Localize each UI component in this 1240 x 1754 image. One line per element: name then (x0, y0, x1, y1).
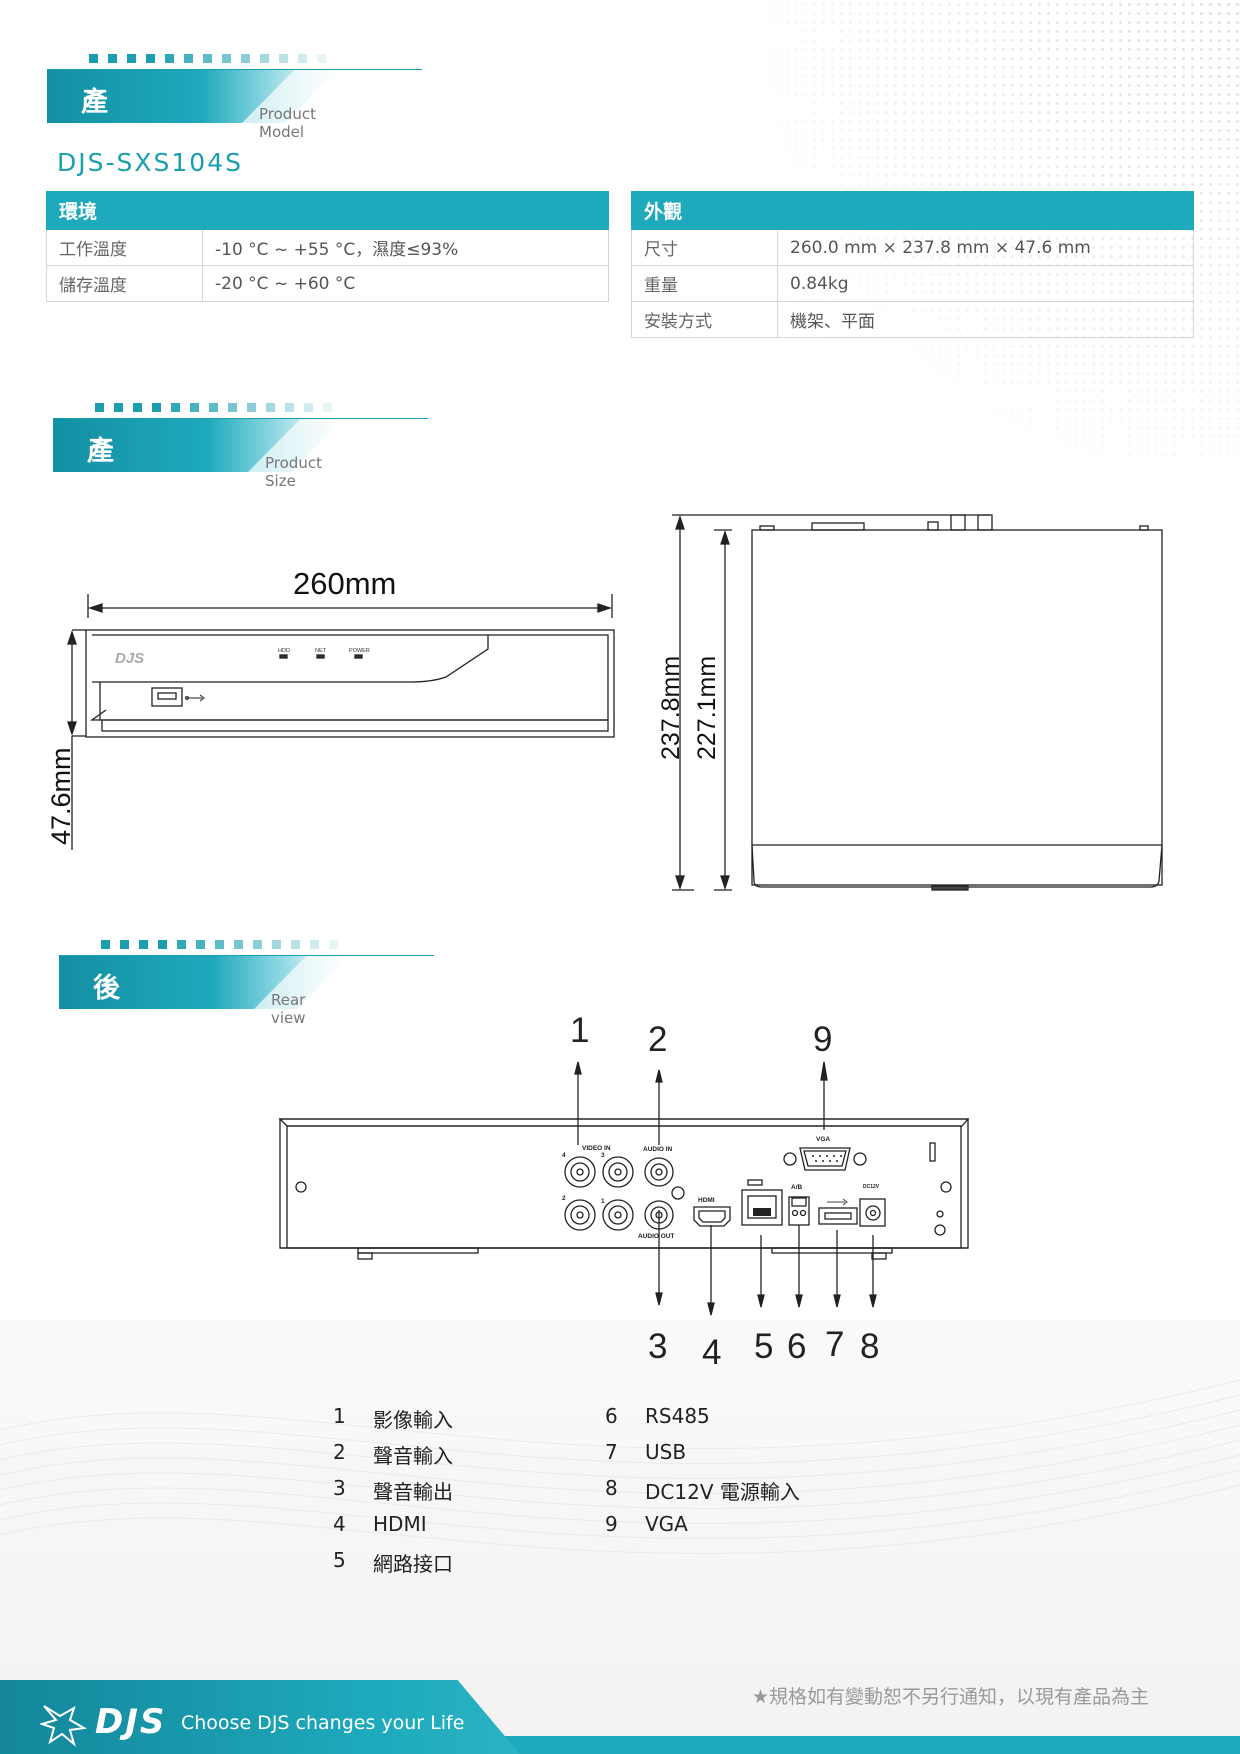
dc-label: DC12V (863, 1184, 880, 1190)
channel-number-4: 4 (562, 1152, 566, 1159)
decorative-squares (101, 940, 338, 949)
legend-number: 1 (333, 1404, 346, 1428)
header-rule (59, 955, 434, 956)
usb-icon (184, 694, 205, 702)
legend-text: DC12V 電源輸入 (645, 1480, 800, 1504)
legend-text: HDMI (373, 1512, 427, 1536)
legend-number: 3 (333, 1476, 346, 1500)
legend-number: 5 (333, 1548, 346, 1572)
section-subtitle: Rear view (271, 991, 306, 1027)
callout-3: 3 (648, 1327, 667, 1366)
footer-brand-logo: DJS (95, 1702, 167, 1742)
legend-number: 6 (605, 1404, 618, 1428)
audio-in-label: AUDIO IN (643, 1146, 673, 1153)
table-cell-label: 儲存溫度 (46, 265, 203, 302)
environment-table: 環境 工作溫度 -10 °C ~ +55 °C，濕度≤93% 儲存溫度 -20 … (46, 191, 609, 302)
legend-text: 影像輸入 (373, 1408, 453, 1432)
callout-7: 7 (825, 1325, 844, 1364)
table-row: 尺寸 260.0 mm × 237.8 mm × 47.6 mm (631, 229, 1194, 266)
table-cell-label: 尺寸 (631, 229, 778, 266)
footer-slogan: Choose DJS changes your Life (181, 1712, 465, 1734)
table-row: 重量 0.84kg (631, 265, 1194, 302)
depth-total-label: 237.8mm (660, 656, 685, 760)
appearance-table: 外觀 尺寸 260.0 mm × 237.8 mm × 47.6 mm 重量 0… (631, 191, 1194, 338)
footer-band (0, 1680, 520, 1754)
header-rule (53, 418, 428, 419)
brand-horse-icon (40, 1705, 88, 1747)
callout-9: 9 (813, 1020, 832, 1059)
table-cell-value: 0.84kg (777, 265, 1194, 302)
channel-number-2: 2 (562, 1195, 566, 1202)
legend-number: 9 (605, 1512, 618, 1536)
table-cell-value: 機架、平面 (777, 301, 1194, 338)
channel-number-3: 3 (601, 1152, 605, 1159)
front-brand-logo: DJS (115, 650, 144, 667)
channel-number-1: 1 (601, 1198, 605, 1205)
port-legend-left: 1 影像輸入 2 聲音輸入 3 聲音輸出 4 HDMI 5 網路接口 (333, 1404, 653, 1584)
callout-1: 1 (570, 1011, 589, 1050)
table-row: 工作溫度 -10 °C ~ +55 °C，濕度≤93% (46, 229, 609, 266)
led-label-power: POWER (349, 648, 370, 654)
hdmi-label: HDMI (698, 1197, 715, 1204)
section-title: 後視圖 (93, 973, 136, 1082)
port-legend-right: 6 RS485 7 USB 8 DC12V 電源輸入 9 VGA (605, 1404, 945, 1554)
callout-4: 4 (702, 1333, 721, 1372)
rear-view-drawing: 1 2 9 3 4 5 6 7 8 (278, 1011, 970, 1372)
legend-number: 4 (333, 1512, 346, 1536)
callout-5: 5 (754, 1327, 773, 1366)
legend-text: USB (645, 1440, 687, 1464)
audio-out-label: AUDIO OUT (638, 1233, 675, 1240)
decorative-squares (95, 403, 332, 412)
table-header: 環境 (46, 191, 609, 230)
background-wave-lines (0, 1379, 1240, 1555)
table-cell-label: 重量 (631, 265, 778, 302)
legend-text: RS485 (645, 1404, 710, 1428)
legend-number: 7 (605, 1440, 618, 1464)
video-in-label: VIDEO IN (582, 1145, 611, 1152)
table-cell-label: 工作溫度 (46, 229, 203, 266)
callout-8: 8 (860, 1327, 879, 1366)
table-cell-label: 安裝方式 (631, 301, 778, 338)
spec-change-notice: ★規格如有變動恕不另行通知，以現有產品為主 (752, 1686, 1150, 1708)
section-subtitle: Product Model (259, 105, 316, 141)
header-rule (47, 69, 422, 70)
legend-number: 2 (333, 1440, 346, 1464)
table-cell-value: 260.0 mm × 237.8 mm × 47.6 mm (777, 229, 1194, 266)
section-subtitle: Product Size (265, 454, 322, 490)
model-number: DJS-SXS104S (57, 148, 243, 177)
callout-6: 6 (787, 1327, 806, 1366)
table-row: 儲存溫度 -20 °C ~ +60 °C (46, 265, 609, 302)
section-title: 產品尺寸 (87, 436, 130, 584)
legend-text: 聲音輸入 (373, 1444, 453, 1468)
led-label-hdd: HDD (278, 648, 290, 654)
rs485-label: A/B (791, 1184, 803, 1191)
footer: DJS Choose DJS changes your Life (0, 1680, 1240, 1754)
callout-2: 2 (648, 1020, 667, 1059)
table-header: 外觀 (631, 191, 1194, 230)
front-view-drawing: 260mm DJS HDD NET POWER 47.6mm (46, 566, 615, 850)
width-dimension-label: 260mm (293, 566, 396, 601)
decorative-squares (89, 54, 326, 63)
top-view-drawing: 237.8mm 227.1mm (660, 514, 1163, 891)
table-row: 安裝方式 機架、平面 (631, 301, 1194, 338)
table-cell-value: -10 °C ~ +55 °C，濕度≤93% (202, 229, 609, 266)
height-dimension-label: 47.6mm (46, 747, 76, 845)
table-cell-value: -20 °C ~ +60 °C (202, 265, 609, 302)
legend-number: 8 (605, 1476, 618, 1500)
usb-icon (827, 1198, 848, 1206)
legend-text: 網路接口 (373, 1552, 453, 1576)
vga-label: VGA (816, 1136, 830, 1143)
depth-body-label: 227.1mm (693, 656, 721, 760)
legend-text: 聲音輸出 (373, 1480, 453, 1504)
led-label-net: NET (315, 648, 327, 654)
legend-text: VGA (645, 1512, 688, 1536)
